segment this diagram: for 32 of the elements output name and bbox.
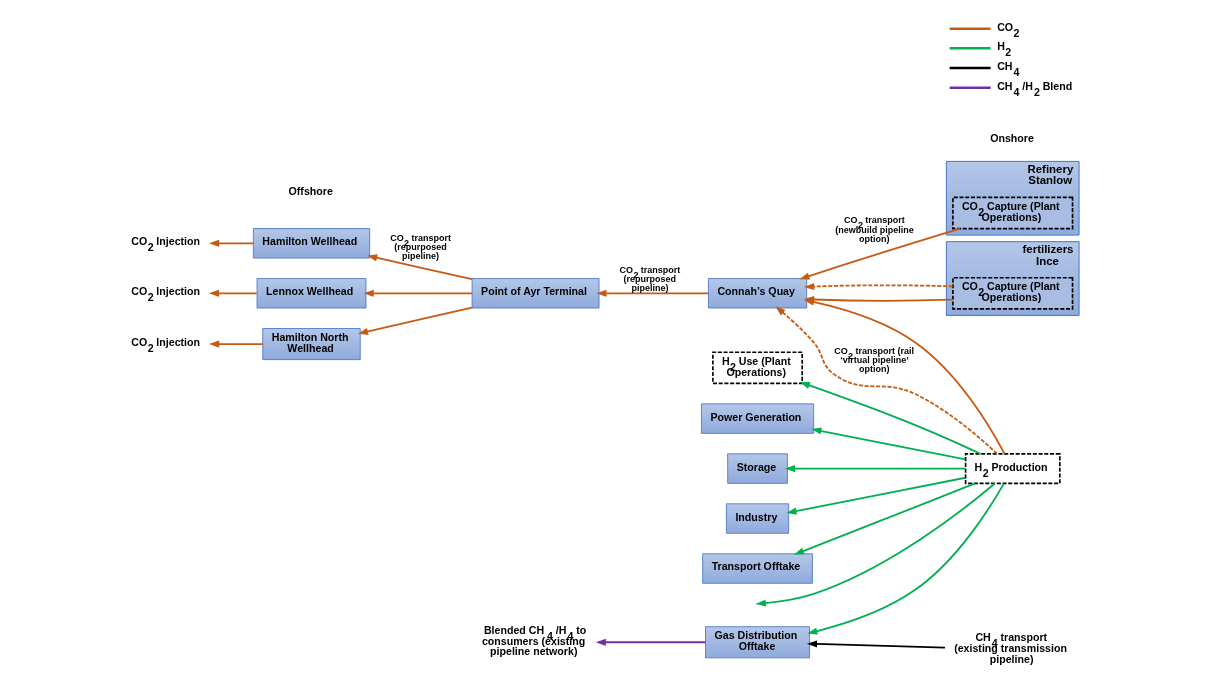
arrow — [804, 298, 1006, 455]
node-box: Point of Ayr Terminal — [471, 278, 600, 309]
arrow — [208, 289, 258, 297]
label: Onshore — [990, 132, 1034, 145]
arrow — [784, 465, 967, 473]
node-box: Connah’s Quay — [708, 278, 808, 309]
node-box: Transport Offtake — [702, 553, 813, 584]
arrow — [775, 306, 998, 455]
node-box: Power Generation — [701, 403, 815, 434]
arrow — [806, 640, 946, 649]
arrow — [595, 638, 707, 646]
arrow — [209, 239, 255, 247]
arrow — [596, 289, 710, 297]
arrow — [786, 476, 967, 515]
arrow — [804, 282, 954, 291]
arrow — [807, 482, 1005, 635]
arrow — [755, 482, 996, 607]
arrow — [363, 289, 473, 297]
node-box: Lennox Wellhead — [256, 278, 367, 309]
arrow — [811, 427, 967, 461]
node-box: Gas Distribution Offtake — [705, 626, 810, 659]
arrow — [793, 482, 976, 555]
label: Offshore — [288, 185, 333, 198]
arrow — [367, 254, 473, 281]
arrow — [357, 306, 473, 335]
node-box: Storage — [727, 453, 788, 484]
node-box: Hamilton Wellhead — [252, 228, 371, 259]
node-box: Hamilton North Wellhead — [262, 328, 361, 361]
arrow — [209, 340, 264, 348]
node-box: Industry — [726, 503, 790, 534]
arrow — [799, 227, 961, 280]
arrow — [799, 382, 982, 455]
